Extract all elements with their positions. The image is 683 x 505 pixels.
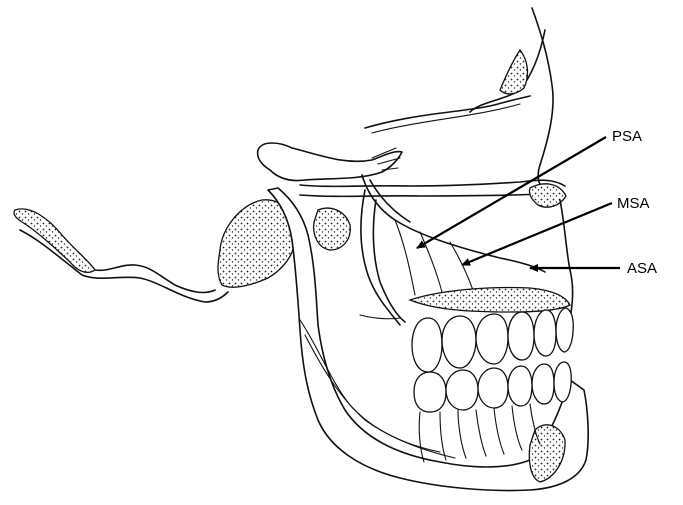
nasal-profile <box>365 8 555 200</box>
zygomatic-arch <box>258 143 402 181</box>
msa-label: MSA <box>617 195 650 212</box>
alveolar-plate <box>410 288 570 313</box>
psa-arrow <box>417 137 606 248</box>
msa-arrow <box>462 203 612 265</box>
upper-teeth <box>412 308 573 372</box>
styloid-process <box>14 209 228 302</box>
label-arrows <box>417 137 620 268</box>
asa-label: ASA <box>627 260 657 277</box>
psa-label: PSA <box>612 128 642 145</box>
